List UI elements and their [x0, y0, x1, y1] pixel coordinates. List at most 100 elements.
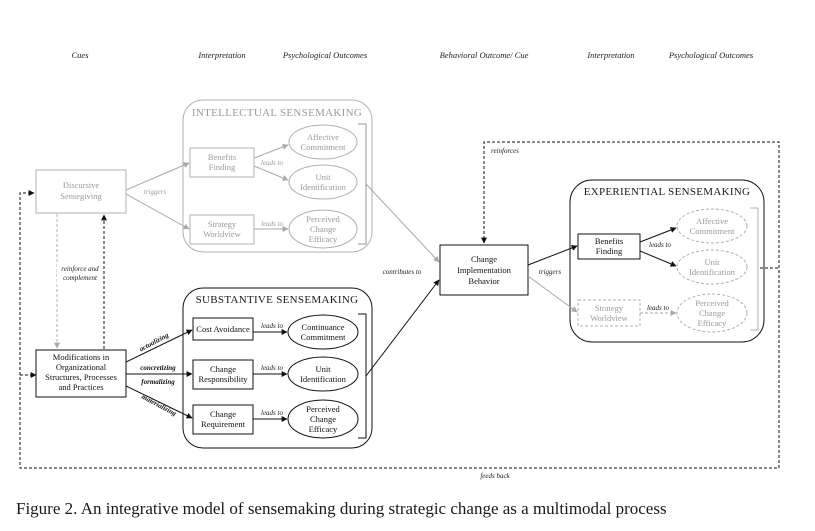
- experiential-title: EXPERIENTIAL SENSEMAKING: [584, 186, 751, 198]
- substantive-efficacy-line1: Perceived: [306, 404, 340, 414]
- change-requirement-line2: Requirement: [201, 419, 246, 429]
- intellectual-bracket: [358, 123, 367, 245]
- sensemaking-diagram: Cues Interpretation Psychological Outcom…: [19, 50, 780, 480]
- continuance-commitment-ellipse: [287, 314, 359, 350]
- modifications-node: Modifications in Organizational Structur…: [35, 349, 127, 398]
- modifications-line2: Organizational: [56, 362, 107, 372]
- experiential-benefits-box: [577, 233, 641, 260]
- substantive-unit-ellipse: [287, 356, 359, 392]
- intellectual-efficacy-line1: Perceived: [306, 214, 340, 224]
- header-interpretation-2: Interpretation: [586, 50, 634, 60]
- intellectual-affective-ellipse: [288, 124, 358, 160]
- substantive-leads-to-2: leads to: [261, 364, 283, 372]
- experiential-strategy-box: [577, 299, 641, 327]
- substantive-title: SUBSTANTIVE SENSEMAKING: [196, 294, 359, 306]
- experiential-benefits-line2: Finding: [596, 246, 623, 256]
- intellectual-unit-ellipse: [288, 164, 358, 200]
- intellectual-unit-line1: Unit: [315, 172, 331, 182]
- feeds-back-loop: feeds back: [19, 190, 780, 480]
- modifications-line3: Structures, Processes: [45, 372, 117, 382]
- experiential-affective-ellipse: [676, 208, 748, 244]
- behavior-line2: Implementation: [457, 265, 512, 275]
- contributes-to-label: contributes to: [383, 268, 422, 276]
- experiential-leads-to-2: leads to: [647, 304, 669, 312]
- intellectual-benefits-line2: Finding: [209, 162, 236, 172]
- substantive-bracket: [358, 313, 367, 439]
- intellectual-efficacy-line3: Efficacy: [309, 234, 338, 244]
- substantive-efficacy-line2: Change: [310, 414, 336, 424]
- experiential-efficacy-line2: Change: [699, 308, 725, 318]
- substantive-efficacy-ellipse: [287, 399, 359, 439]
- intellectual-benefits-box: [189, 147, 255, 178]
- discursive-sensegiving-node: Discursive Sensegiving: [35, 169, 127, 214]
- change-responsibility-line2: Responsibility: [198, 374, 248, 384]
- intellectual-benefits-line1: Benefits: [208, 152, 236, 162]
- experiential-efficacy-line3: Efficacy: [698, 318, 727, 328]
- feeds-back-label: feeds back: [480, 472, 510, 480]
- header-cues: Cues: [72, 50, 90, 60]
- intellectual-sensemaking-panel: INTELLECTUAL SENSEMAKING Benefits Findin…: [182, 99, 373, 253]
- substantive-sensemaking-panel: SUBSTANTIVE SENSEMAKING Cost Avoidance C…: [182, 287, 373, 449]
- triggers-left-label: triggers: [144, 188, 166, 196]
- intellectual-affective-line2: Commitment: [301, 142, 347, 152]
- change-responsibility-line1: Change: [210, 364, 236, 374]
- experiential-leads-to-1: leads to: [649, 241, 671, 249]
- intellectual-title: INTELLECTUAL SENSEMAKING: [192, 107, 362, 119]
- intellectual-unit-line2: Identification: [300, 182, 347, 192]
- modifications-line1: Modifications in: [53, 352, 110, 362]
- intellectual-efficacy-line2: Change: [310, 224, 336, 234]
- discursive-line1: Discursive: [63, 180, 100, 190]
- header-psych-outcomes-2: Psychological Outcomes: [668, 50, 754, 60]
- substantive-leads-to-1: leads to: [261, 322, 283, 330]
- reinforce-line2: complement: [63, 274, 98, 282]
- substantive-unit-line2: Identification: [300, 374, 347, 384]
- cost-avoidance-label: Cost Avoidance: [196, 324, 250, 334]
- change-implementation-behavior-node: Change Implementation Behavior: [439, 244, 529, 296]
- triggers-right-label: triggers: [539, 268, 561, 276]
- intellectual-strategy-line2: Worldview: [203, 229, 241, 239]
- experiential-efficacy-line1: Perceived: [695, 298, 729, 308]
- figure-caption: Figure 2. An integrative model of sensem…: [16, 499, 667, 518]
- header-interpretation-1: Interpretation: [197, 50, 245, 60]
- experiential-benefits-line1: Benefits: [595, 236, 623, 246]
- change-requirement-line1: Change: [210, 409, 236, 419]
- triggers-right-edges: triggers: [527, 245, 578, 313]
- intellectual-strategy-line1: Strategy: [208, 219, 237, 229]
- intellectual-leads-to-1: leads to: [261, 159, 283, 167]
- experiential-unit-line1: Unit: [704, 257, 720, 267]
- substantive-leads-to-3: leads to: [261, 409, 283, 417]
- reinforces-loop: reinforces: [481, 141, 780, 268]
- experiential-affective-line2: Commitment: [690, 226, 736, 236]
- formalizing-label: formalizing: [141, 378, 175, 386]
- reinforce-complement-edges: reinforce and complement: [54, 214, 107, 349]
- substantive-unit-line1: Unit: [315, 364, 331, 374]
- substantive-efficacy-line3: Efficacy: [309, 424, 338, 434]
- experiential-unit-ellipse: [676, 249, 748, 285]
- experiential-strategy-line2: Worldview: [590, 313, 628, 323]
- actualizing-label: actualizing: [138, 331, 170, 353]
- modifications-line4: and Practices: [58, 382, 103, 392]
- behavior-line3: Behavior: [468, 276, 499, 286]
- experiential-unit-line2: Identification: [689, 267, 736, 277]
- triggers-left-edges: triggers: [125, 162, 190, 230]
- cost-avoidance-box: [192, 317, 254, 341]
- continuance-line2: Commitment: [301, 332, 347, 342]
- behavior-line1: Change: [471, 254, 497, 264]
- discursive-line2: Sensegiving: [60, 191, 102, 201]
- reinforce-line1: reinforce and: [61, 265, 99, 273]
- experiential-affective-line1: Affective: [696, 216, 728, 226]
- experiential-strategy-line1: Strategy: [595, 303, 624, 313]
- intellectual-efficacy-ellipse: [288, 209, 358, 249]
- materializing-label: materializing: [140, 393, 178, 418]
- intellectual-affective-line1: Affective: [307, 132, 339, 142]
- experiential-bracket: [750, 207, 759, 331]
- reinforces-label: reinforces: [491, 147, 519, 155]
- modification-mode-edges: actualizing concretizing formalizing mat…: [125, 329, 193, 419]
- contributes-to-edges: contributes to: [365, 183, 440, 377]
- header-psych-outcomes-1: Psychological Outcomes: [282, 50, 368, 60]
- header-behavioral: Behavioral Outcome/ Cue: [440, 50, 529, 60]
- continuance-line1: Continuance: [302, 322, 345, 332]
- experiential-sensemaking-panel: EXPERIENTIAL SENSEMAKING Benefits Findin…: [569, 179, 765, 343]
- change-requirement-box: [192, 404, 254, 435]
- concretizing-label: concretizing: [140, 364, 176, 372]
